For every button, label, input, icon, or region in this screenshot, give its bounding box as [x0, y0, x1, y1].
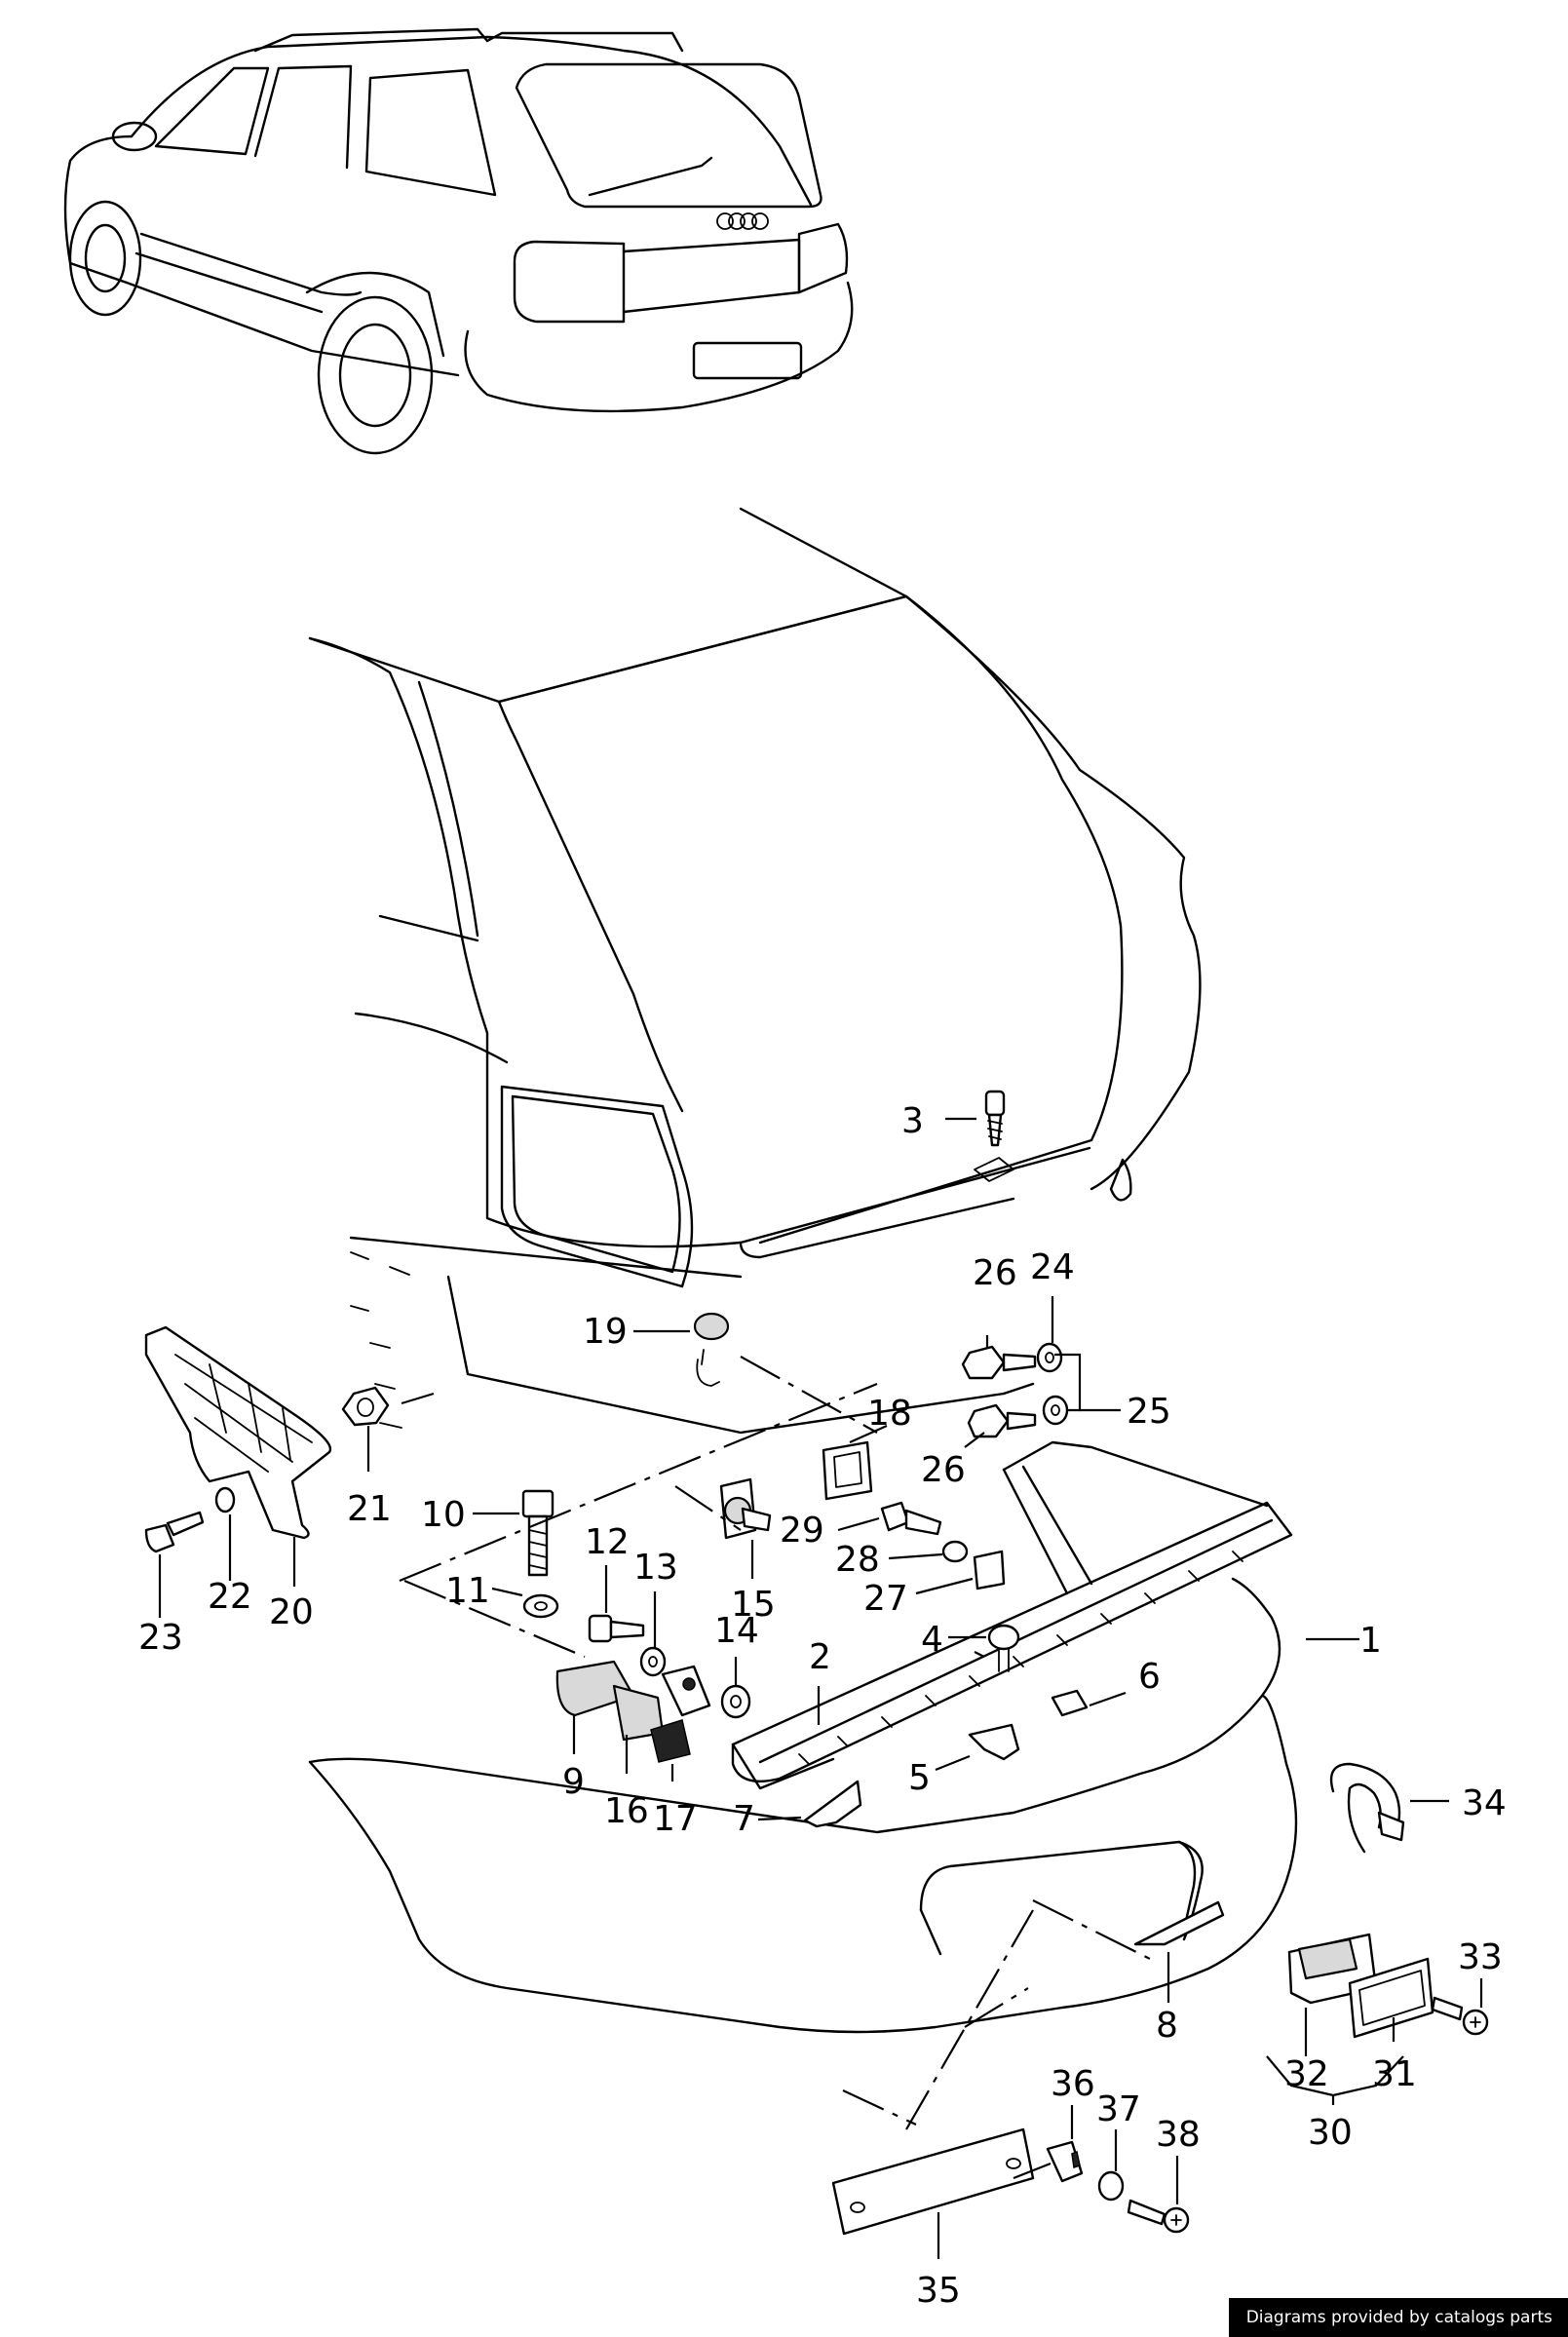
callout-18: 18: [867, 1394, 912, 1434]
callout-11: 11: [445, 1571, 490, 1611]
callout-17: 17: [653, 1799, 698, 1839]
part-1-bumper-cover: [308, 1577, 1281, 1834]
part-13-washer: [639, 1646, 667, 1677]
part-29-screw: [880, 1501, 942, 1536]
callout-21: 21: [347, 1489, 392, 1529]
callout-7: 7: [733, 1799, 755, 1839]
callout-12: 12: [585, 1522, 630, 1562]
callout-9: 9: [562, 1762, 585, 1802]
part-34-strap: [1329, 1762, 1405, 1854]
part-35-plate-base: [831, 2127, 1035, 2236]
part-27-clip: [973, 1550, 1006, 1590]
leader-lines: [158, 1117, 1483, 2259]
callout-2: 2: [809, 1637, 831, 1677]
callout-26-upper: 26: [973, 1253, 1017, 1293]
callout-31: 31: [1372, 2054, 1417, 2094]
part-10-bolt: [521, 1489, 555, 1577]
callout-10: 10: [421, 1495, 466, 1535]
callout-3: 3: [901, 1101, 924, 1141]
callout-1: 1: [1359, 1621, 1382, 1661]
callout-36: 36: [1051, 2064, 1095, 2104]
callout-34: 34: [1462, 1783, 1507, 1823]
callout-33: 33: [1458, 1937, 1503, 1977]
callout-22: 22: [208, 1577, 252, 1617]
part-11-washer: [522, 1593, 559, 1619]
part-38-screw: [1127, 2199, 1190, 2234]
callout-5: 5: [908, 1758, 931, 1798]
part-15-grommet: [719, 1477, 772, 1540]
vehicle-rear-body: [308, 507, 1202, 1435]
part-23-screw: [144, 1511, 205, 1553]
overview-car-illustration: [63, 27, 854, 455]
part-19-plug: [693, 1312, 730, 1387]
part-28-washer: [941, 1540, 969, 1563]
part-7-bracket: [803, 1780, 862, 1828]
part-5-clip: [968, 1723, 1020, 1761]
callout-20: 20: [269, 1592, 314, 1632]
part-8-clip: [1133, 1900, 1225, 1946]
part-20-side-bracket: [144, 1325, 332, 1540]
callout-16: 16: [604, 1791, 649, 1831]
part-22-washer: [214, 1486, 236, 1513]
credit-badge: Diagrams provided by catalogs parts: [1228, 2298, 1568, 2337]
parts: [144, 1090, 1489, 2236]
callout-19: 19: [583, 1312, 628, 1352]
part-9-sensor-housing: [555, 1660, 711, 1763]
callout-24: 24: [1030, 1247, 1075, 1287]
callout-30: 30: [1308, 2113, 1353, 2153]
part-33-screw: [1431, 1996, 1489, 2036]
callout-28: 28: [835, 1540, 880, 1580]
callout-14: 14: [714, 1611, 759, 1651]
callout-23: 23: [138, 1618, 183, 1658]
callout-15: 15: [731, 1585, 776, 1625]
callout-4: 4: [921, 1620, 943, 1660]
credit-text: Diagrams provided by catalogs parts: [1245, 2308, 1552, 2327]
callout-29: 29: [780, 1511, 824, 1551]
callout-13: 13: [633, 1548, 678, 1588]
part-26-bolt-upper: [961, 1345, 1037, 1380]
callout-labels: 1 2 3 4 5 6 7 8 9 10 11 12 13 14 15 16 1…: [138, 1101, 1507, 2311]
callout-25: 25: [1127, 1392, 1171, 1432]
callout-6: 6: [1138, 1657, 1161, 1697]
callout-35: 35: [916, 2271, 961, 2311]
callout-37: 37: [1096, 2089, 1141, 2129]
part-14-washer: [720, 1684, 751, 1719]
callout-32: 32: [1284, 2054, 1329, 2094]
part-3-screw: [974, 1090, 1014, 1182]
callout-26-lower: 26: [921, 1450, 966, 1490]
part-36-clip: [1046, 2140, 1084, 2183]
part-18-grommet: [822, 1440, 873, 1501]
alignment-lines: [399, 1356, 1151, 2180]
part-24-washer: [1036, 1342, 1063, 1373]
callout-38: 38: [1156, 2115, 1201, 2155]
part-12-bolt: [588, 1614, 645, 1643]
part-37-washer: [1097, 2170, 1125, 2202]
part-31-lens-frame: [1348, 1957, 1434, 2039]
part-21-nut: [341, 1386, 390, 1427]
callout-27: 27: [863, 1579, 908, 1619]
part-26-bolt-lower: [967, 1403, 1037, 1438]
part-4-clip: [987, 1624, 1020, 1672]
callout-8: 8: [1156, 2006, 1178, 2046]
part-6-spacer: [1051, 1689, 1089, 1717]
part-32-license-light-housing: [1287, 1933, 1378, 2005]
part-25-washer: [1042, 1395, 1069, 1426]
